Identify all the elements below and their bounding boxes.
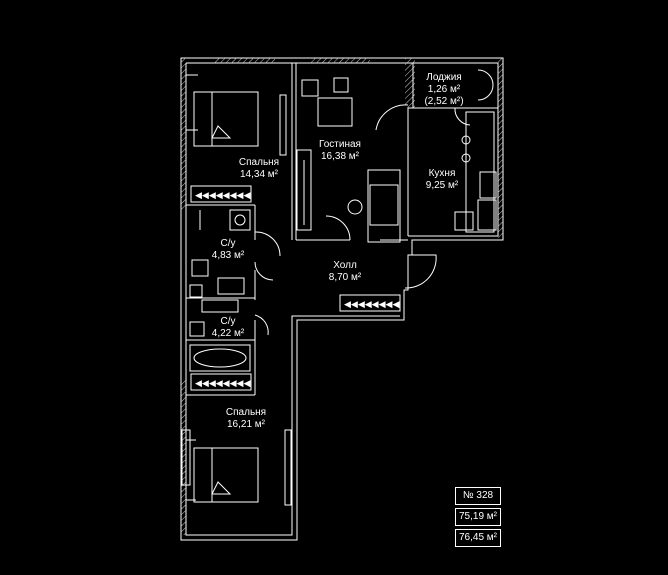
room-name: Лоджия bbox=[426, 72, 462, 83]
room-name: С/у bbox=[220, 316, 236, 327]
room-area-alt: (2,52 м²) bbox=[424, 96, 464, 107]
room-area: 16,38 м² bbox=[320, 151, 359, 162]
outer-wall bbox=[180, 57, 504, 541]
room-area: 4,22 м² bbox=[211, 328, 245, 339]
room-label-living: Гостиная 16,38 м² bbox=[310, 139, 370, 163]
room-area: 4,83 м² bbox=[211, 250, 245, 261]
room-area: 8,70 м² bbox=[328, 272, 362, 283]
room-name: Холл bbox=[333, 260, 357, 271]
svg-text:◀◀◀◀◀◀◀◀: ◀◀◀◀◀◀◀◀ bbox=[195, 378, 250, 388]
svg-text:◀◀◀◀◀◀◀◀: ◀◀◀◀◀◀◀◀ bbox=[344, 299, 399, 309]
room-name: Гостиная bbox=[319, 139, 361, 150]
room-label-hall: Холл 8,70 м² bbox=[315, 260, 375, 284]
svg-text:◀◀◀◀◀◀◀◀: ◀◀◀◀◀◀◀◀ bbox=[195, 190, 250, 200]
room-name: Кухня bbox=[428, 168, 456, 179]
apartment-info: № 328 75,19 м² 76,45 м² bbox=[455, 487, 501, 550]
room-name: Спальня bbox=[238, 157, 280, 168]
apartment-area-full: 76,45 м² bbox=[455, 529, 501, 547]
room-name: С/у bbox=[220, 238, 236, 249]
room-name: Спальня bbox=[225, 407, 267, 418]
room-label-bedroom-1: Спальня 14,34 м² bbox=[229, 157, 289, 181]
room-area: 16,21 м² bbox=[226, 419, 265, 430]
room-area: 14,34 м² bbox=[239, 169, 278, 180]
room-label-kitchen: Кухня 9,25 м² bbox=[412, 168, 472, 192]
room-label-bedroom-2: Спальня 16,21 м² bbox=[216, 407, 276, 431]
inner-outline bbox=[185, 62, 499, 536]
apartment-number: № 328 bbox=[455, 487, 501, 505]
room-label-bath-1: С/у 4,83 м² bbox=[198, 238, 258, 262]
room-area: 9,25 м² bbox=[425, 180, 459, 191]
room-area: 1,26 м² bbox=[427, 84, 461, 95]
sofa-icon bbox=[367, 169, 401, 243]
room-label-bath-2: С/у 4,22 м² bbox=[198, 316, 258, 340]
apartment-area-total: 75,19 м² bbox=[455, 508, 501, 526]
room-label-loggia: Лоджия 1,26 м² (2,52 м²) bbox=[414, 72, 474, 108]
